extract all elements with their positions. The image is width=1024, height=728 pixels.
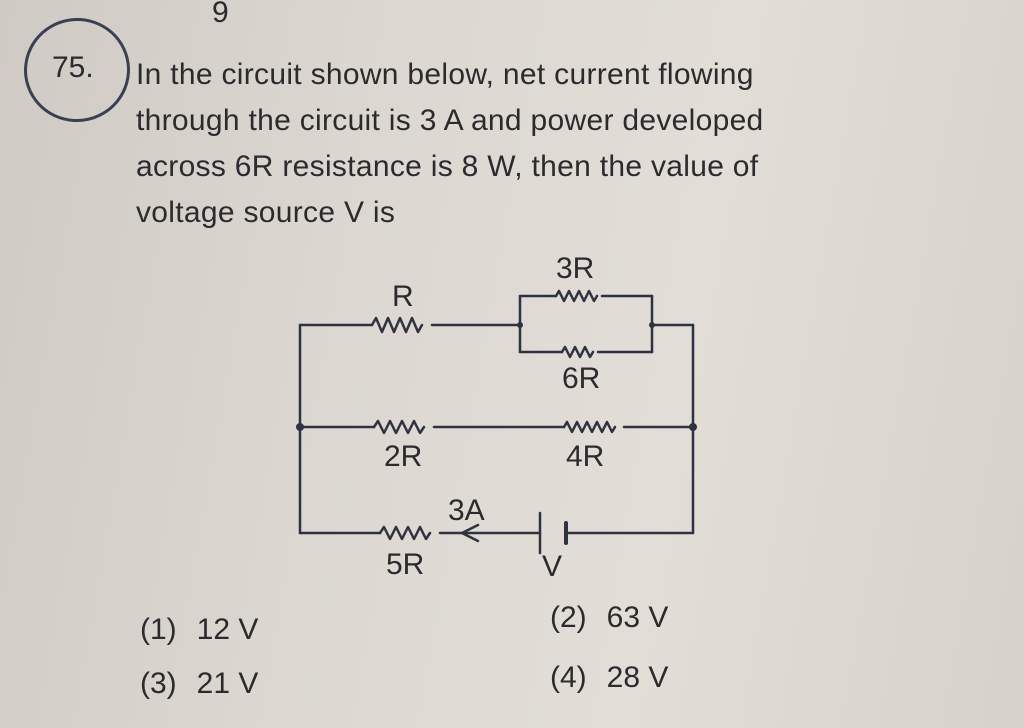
question-text-line: voltage source V is [136, 196, 396, 229]
resistor-2r [372, 419, 426, 435]
label-6r: 6R [562, 362, 600, 395]
question-text-line: through the circuit is 3 A and power dev… [136, 104, 764, 137]
junction-dot [649, 322, 655, 328]
option-number: (2) [550, 601, 587, 634]
resistor-r [370, 316, 424, 334]
label-5r: 5R [386, 548, 424, 581]
option-value: 12 V [196, 613, 259, 646]
option-4[interactable]: (4) 28 V [550, 660, 668, 696]
junction-dot [517, 322, 523, 328]
label-r: R [392, 280, 414, 313]
option-value: 63 V [606, 601, 669, 634]
option-2[interactable]: (2) 63 V [550, 600, 668, 636]
label-3r: 3R [556, 252, 594, 285]
question-text-line: across 6R resistance is 8 W, then the va… [136, 150, 759, 183]
option-number: (3) [140, 667, 177, 700]
question-number: 75. [52, 51, 94, 84]
resistor-6r [560, 345, 595, 359]
label-4r: 4R [566, 440, 604, 473]
current-arrow-icon [460, 523, 480, 543]
junction-dot [296, 423, 304, 431]
label-source-v: V [542, 550, 562, 583]
label-current: 3A [448, 494, 485, 527]
option-number: (4) [550, 661, 587, 694]
option-value: 28 V [606, 661, 669, 694]
option-3[interactable]: (3) 21 V [140, 666, 258, 702]
resistor-3r [554, 289, 599, 303]
question-text: In the circuit shown below, net current … [136, 52, 936, 236]
resistor-4r [562, 420, 617, 434]
label-2r: 2R [384, 440, 422, 473]
option-number: (1) [140, 613, 177, 646]
question-text-line: In the circuit shown below, net current … [136, 58, 754, 91]
option-1[interactable]: (1) 12 V [140, 612, 258, 648]
option-value: 21 V [196, 667, 259, 700]
resistor-5r [378, 525, 432, 541]
page-number: 9 [212, 0, 229, 29]
junction-dot [689, 423, 697, 431]
